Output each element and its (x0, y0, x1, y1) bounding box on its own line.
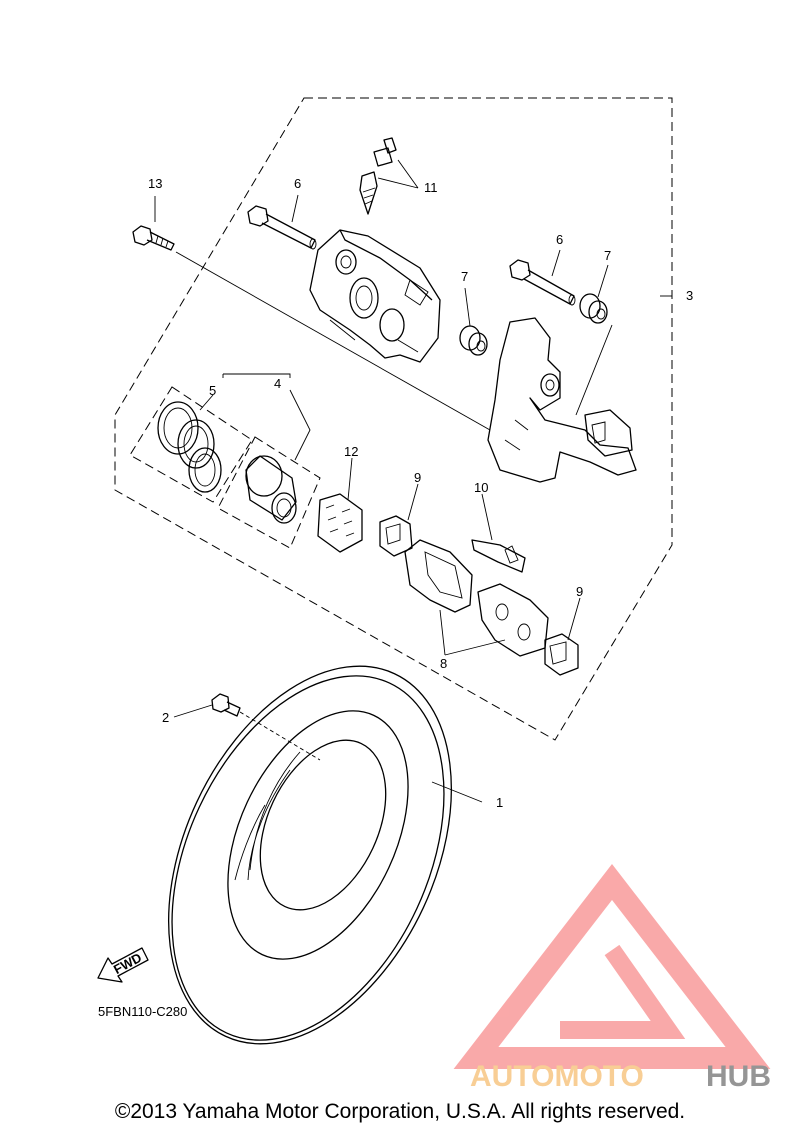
watermark-g-mark (560, 944, 686, 1039)
watermark-triangle (453, 864, 771, 1069)
callout-5: 5 (209, 383, 216, 398)
part-7-boot-left (459, 325, 488, 356)
callout-10: 10 (474, 480, 488, 495)
caliper-body (309, 229, 441, 363)
callout-1: 1 (496, 795, 503, 810)
callout-13: 13 (148, 176, 162, 191)
part-11-bleed-screw (359, 137, 397, 215)
callout-6-lower: 6 (556, 232, 563, 247)
part-6-pin-upper (247, 205, 317, 250)
leader-lines (154, 159, 672, 803)
part-9-clip-lower (544, 633, 579, 676)
callout-6-upper: 6 (294, 176, 301, 191)
copyright-notice: ©2013 Yamaha Motor Corporation, U.S.A. A… (114, 1100, 686, 1123)
callout-9-upper: 9 (414, 470, 421, 485)
part-13-bolt (132, 225, 175, 251)
part-1-brake-disc (168, 665, 452, 1045)
watermark-brand-part1: AUTOMOTO (470, 1060, 644, 1093)
part-4-piston (245, 455, 297, 524)
diagram-code: 5FBN110-C280 (98, 1004, 187, 1019)
part-12-shim (317, 493, 363, 553)
part-9-clip-upper (379, 515, 413, 557)
part-7-boot-right (579, 293, 608, 324)
callout-12: 12 (344, 444, 358, 459)
callout-7-right: 7 (604, 248, 611, 263)
piston-kit-boundary (217, 436, 321, 549)
fwd-label: FWD (111, 950, 144, 977)
callout-8: 8 (440, 656, 447, 671)
part-5-seals (157, 401, 222, 493)
part-10-clip (471, 539, 526, 573)
caliper-assembly-boundary (114, 97, 673, 741)
part-2-disc-bolt (211, 693, 241, 717)
part-6-pin-lower (509, 259, 576, 306)
disc-bolt-axis (239, 711, 321, 761)
callout-11: 11 (424, 180, 438, 195)
bolt-axis-line (175, 251, 491, 431)
callout-9-lower: 9 (576, 584, 583, 599)
bracket-leader (575, 324, 613, 416)
callout-4: 4 (274, 376, 281, 391)
fwd-arrow-icon: FWD (97, 947, 149, 983)
watermark-logo: AUTOMOTO HUB (453, 864, 771, 1093)
watermark-brand-part2: HUB (706, 1060, 771, 1093)
seal-kit-boundary (129, 386, 253, 503)
part-8-pad-upper (404, 539, 473, 613)
callout-3: 3 (686, 288, 693, 303)
part-8-pad-lower (477, 583, 549, 657)
caliper-bracket (487, 317, 637, 483)
callout-2: 2 (162, 710, 169, 725)
callout-7-left: 7 (461, 269, 468, 284)
